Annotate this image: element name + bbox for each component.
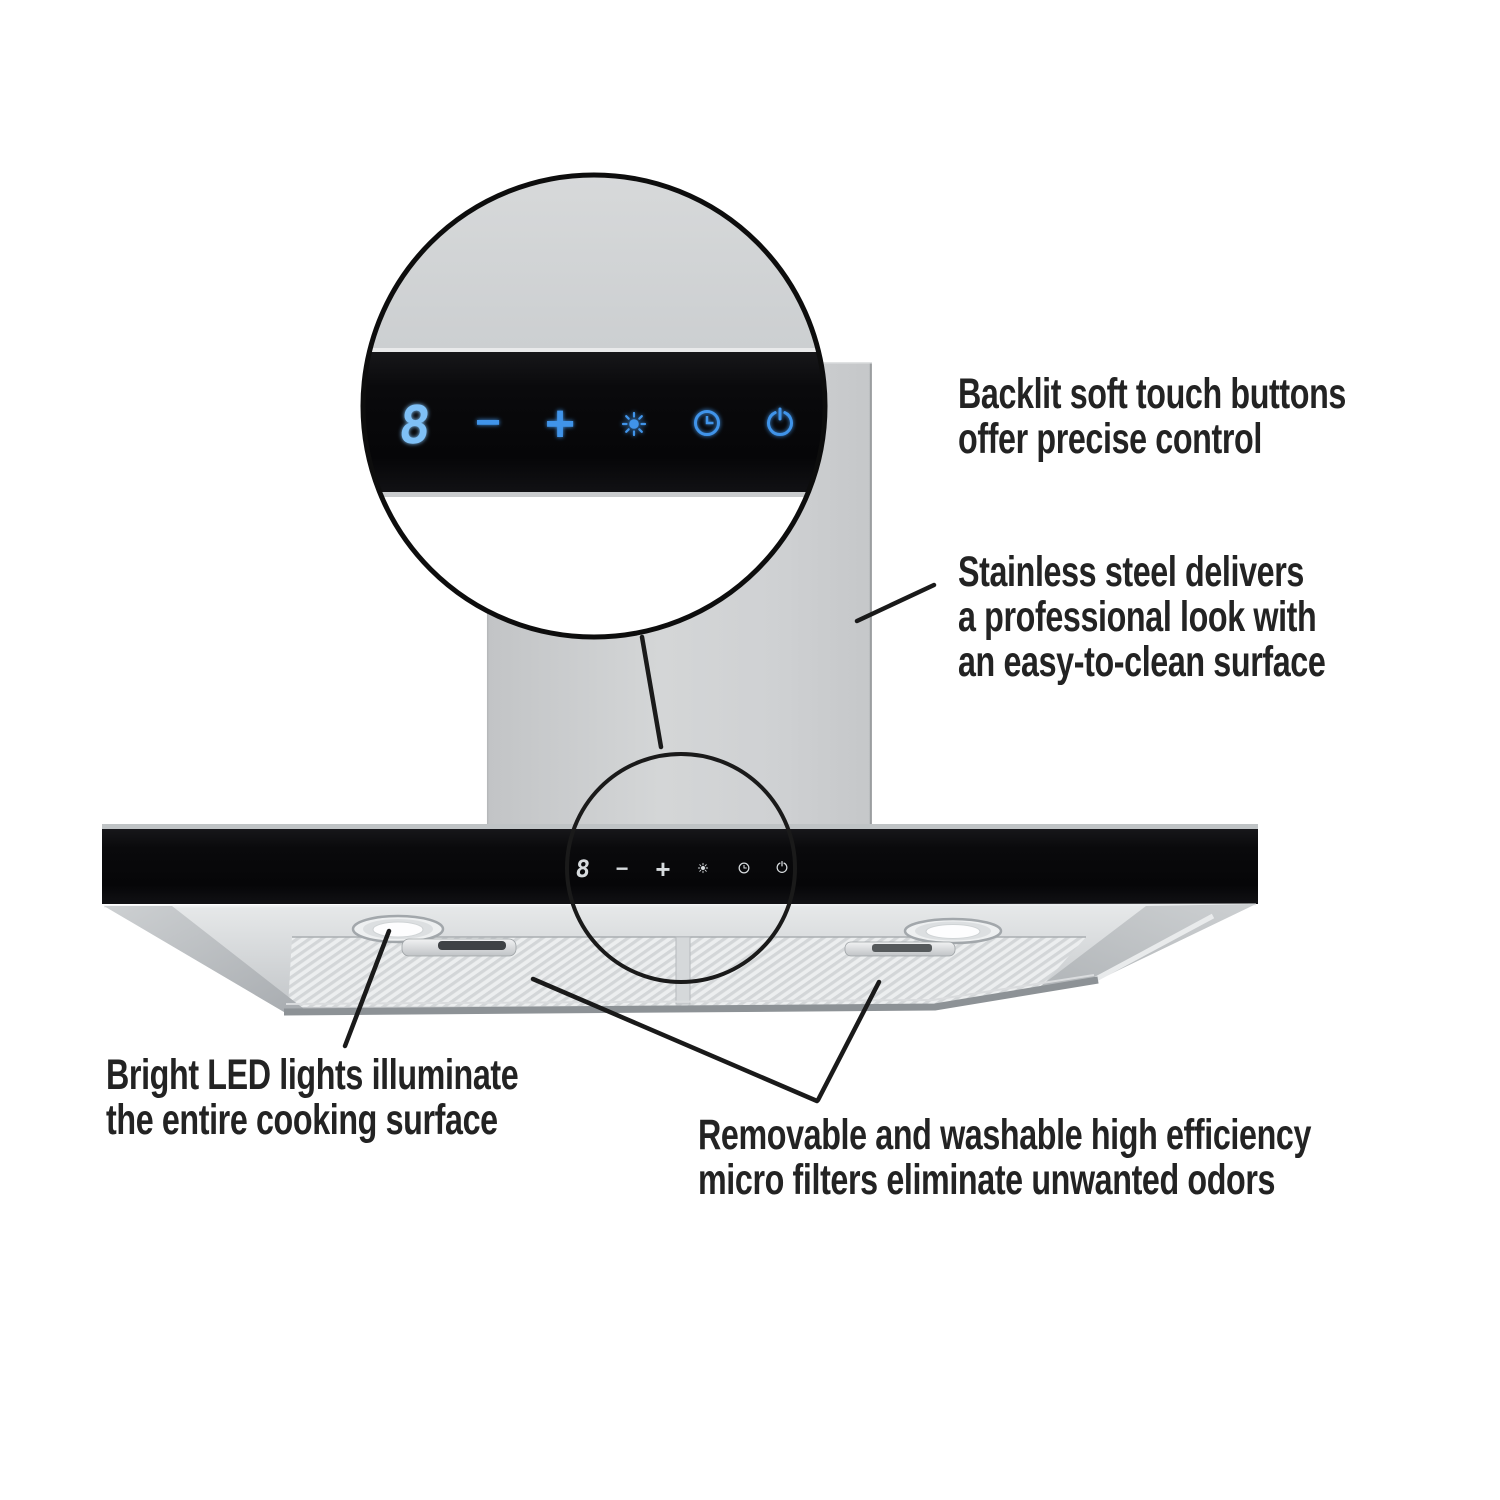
light-icon (621, 411, 647, 437)
filter-latch-left (401, 938, 517, 957)
led-annotation: Bright LED lights illuminate the entire … (106, 1051, 519, 1144)
minus-button: − (616, 856, 629, 881)
fan-speed-display: 8 (396, 396, 434, 456)
led-light-left (351, 914, 445, 944)
range-hood-body: 8 − + (102, 824, 1258, 1016)
annotation-line: the entire cooking surface (106, 1096, 498, 1144)
annotation-line: micro filters eliminate unwanted odors (698, 1156, 1276, 1204)
annotation-line: Backlit soft touch buttons (958, 370, 1346, 418)
magnified-control-panel: 8 − + (360, 172, 828, 640)
annotation-line: offer precise control (958, 415, 1262, 463)
filters-annotation: Removable and washable high efficiency m… (698, 1113, 1311, 1203)
black-glass-panel (102, 829, 1258, 904)
filter-left-callout-line (530, 976, 820, 1104)
led-light-right (903, 917, 1003, 945)
callout-lines (342, 582, 937, 1104)
minus-button: − (475, 398, 501, 447)
fan-speed-display: 8 (574, 855, 591, 883)
filter-divider (675, 936, 691, 1005)
light-icon (697, 862, 709, 874)
backlit-annotation: Backlit soft touch buttons offer precise… (958, 372, 1346, 462)
magnifier-connector-line (639, 634, 664, 750)
highlight-ring (565, 752, 797, 984)
stainless-annotation: Stainless steel delivers a professional … (958, 548, 1326, 686)
touch-panel-zoomed (365, 352, 823, 492)
hood-top-edge (102, 824, 1258, 830)
control-panel: 8 − + (574, 854, 788, 884)
plus-button: + (545, 395, 575, 453)
annotation-line: Stainless steel delivers (958, 548, 1304, 596)
led-callout-line (342, 928, 392, 1049)
hood-left-end-cap (104, 906, 304, 1012)
annotation-line: a professional look with (958, 593, 1317, 641)
annotation-line: Removable and washable high efficiency (698, 1111, 1312, 1159)
annotation-line: Bright LED lights illuminate (106, 1051, 519, 1099)
filter-right-callout-line (815, 979, 882, 1103)
plus-button: + (655, 854, 670, 884)
annotation-line: an easy-to-clean surface (958, 638, 1326, 686)
filter-latch-right (844, 941, 956, 957)
magnifier-circle (360, 172, 828, 640)
bottom-rail (283, 976, 1099, 1016)
stainless-callout-line (854, 582, 937, 624)
